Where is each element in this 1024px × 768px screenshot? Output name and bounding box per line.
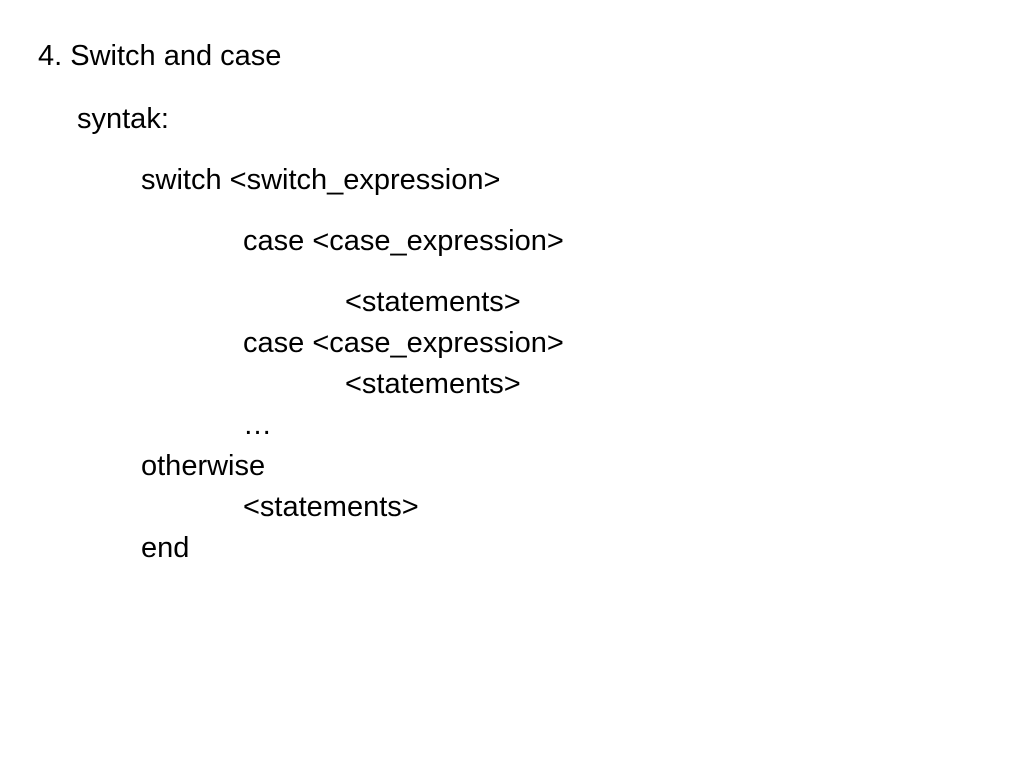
code-statements-1: <statements> [345,286,521,318]
code-statements-3: <statements> [243,491,419,523]
code-ellipsis: … [243,409,272,441]
syntax-label: syntak: [77,103,169,135]
code-case-line-2: case <case_expression> [243,327,564,359]
slide-heading: 4. Switch and case [38,40,282,72]
code-statements-2: <statements> [345,368,521,400]
code-end-line: end [141,532,190,564]
code-case-line-1: case <case_expression> [243,225,564,257]
code-switch-line: switch <switch_expression> [141,164,501,196]
code-otherwise-line: otherwise [141,450,266,482]
